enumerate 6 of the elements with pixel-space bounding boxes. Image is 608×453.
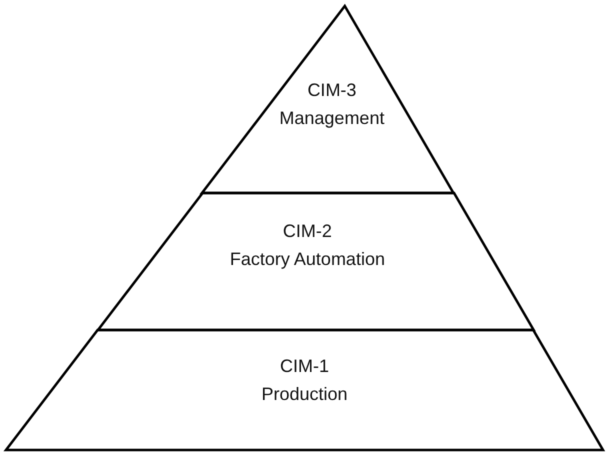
tier-label: Factory Automation: [230, 248, 385, 270]
tier-label: CIM-3: [307, 80, 356, 102]
tier-label: CIM-2: [282, 221, 332, 243]
tier-label: Management: [279, 108, 384, 130]
tier-label: Production: [261, 384, 348, 406]
tier-label: CIM-1: [280, 356, 329, 378]
